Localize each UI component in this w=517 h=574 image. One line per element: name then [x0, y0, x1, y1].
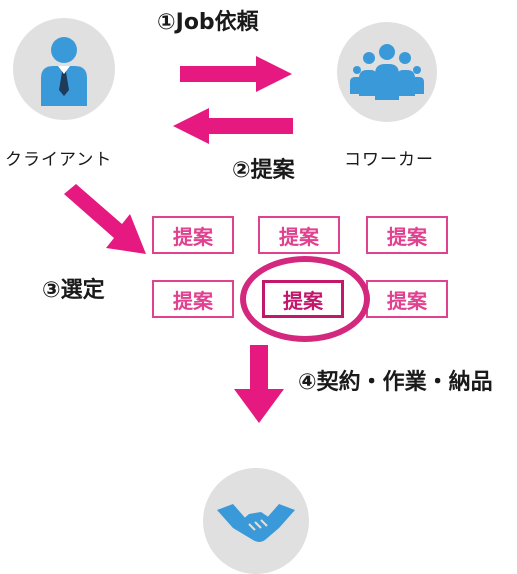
proposal-card[interactable]: 提案	[366, 280, 448, 318]
person-icon	[41, 37, 87, 106]
proposal-card[interactable]: 提案	[152, 280, 234, 318]
client-label: クライアント	[5, 150, 113, 170]
step2-label: ②提案	[232, 158, 295, 183]
proposal-card[interactable]: 提案	[366, 216, 448, 254]
step4-label: ④契約・作業・納品	[298, 370, 493, 395]
handshake-icon	[217, 504, 295, 542]
proposal-card[interactable]: 提案	[152, 216, 234, 254]
diagonal-arrow-icon	[64, 184, 146, 254]
step1-label: ①Job依頼	[157, 10, 259, 35]
step3-label: ③選定	[42, 278, 105, 303]
proposal-card-selected[interactable]: 提案	[262, 280, 344, 318]
proposal-card[interactable]: 提案	[258, 216, 340, 254]
left-arrow-icon	[173, 108, 293, 144]
down-arrow-icon	[234, 345, 284, 423]
coworker-avatar	[337, 22, 437, 122]
handshake-avatar	[203, 468, 309, 574]
coworker-label: コワーカー	[344, 150, 434, 170]
client-avatar	[13, 18, 115, 120]
group-icon	[350, 44, 424, 100]
right-arrow-icon	[180, 56, 292, 92]
